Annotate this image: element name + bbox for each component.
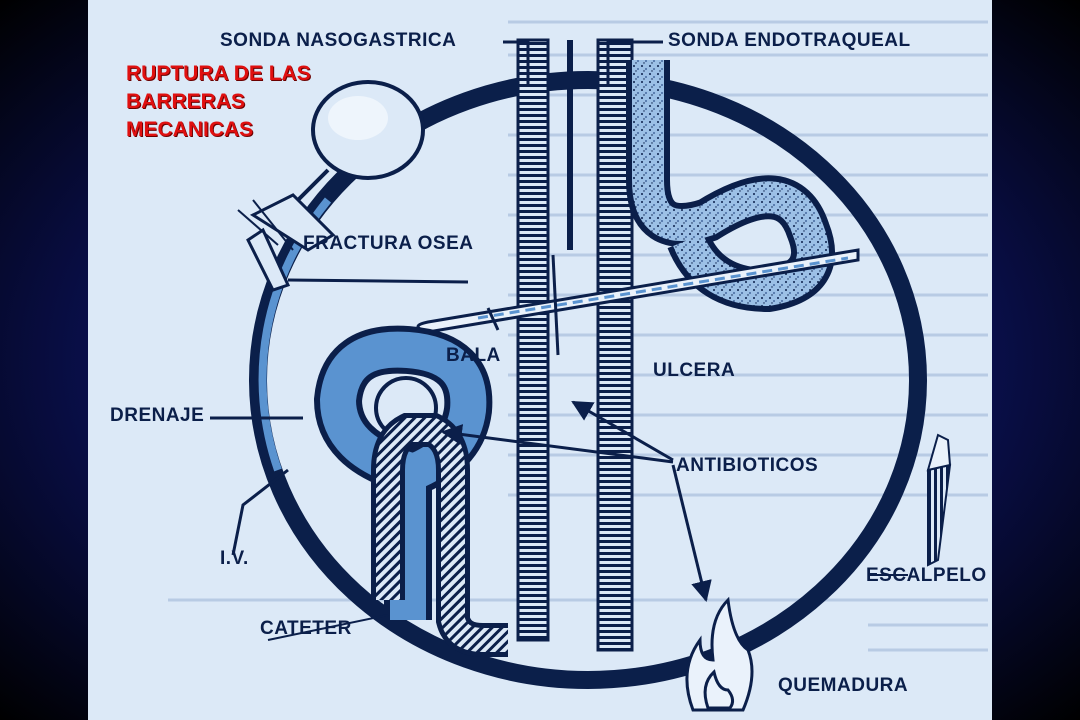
flame <box>685 596 754 712</box>
label-ulcera: ULCERA <box>653 360 736 381</box>
label-antibioticos: ANTIBIOTICOS <box>676 455 819 476</box>
label-cateter: CATETER <box>260 618 352 639</box>
scalpel <box>926 433 952 567</box>
title-line-3: MECANICAS <box>126 118 254 141</box>
bone-fracture <box>237 193 336 292</box>
label-iv: I.V. <box>220 548 249 569</box>
body-barrier-ring <box>249 71 927 689</box>
slide: RUPTURA DE LAS BARRERAS MECANICAS SONDA … <box>88 0 992 720</box>
label-escalpelo: ESCALPELO <box>866 565 987 586</box>
label-bala: BALA <box>446 345 501 366</box>
title-line-1: RUPTURA DE LAS <box>126 62 311 85</box>
label-drenaje: DRENAJE <box>110 405 205 426</box>
central-tube-left <box>516 38 550 642</box>
slide-title: RUPTURA DE LAS BARRERAS MECANICAS <box>126 60 311 144</box>
label-fractura-osea: FRACTURA OSEA <box>303 233 474 254</box>
barriers-diagram <box>168 20 988 712</box>
label-sonda-nasogastrica: SONDA NASOGASTRICA <box>220 30 457 51</box>
label-sonda-endotraqueal: SONDA ENDOTRAQUEAL <box>668 30 911 51</box>
title-line-2: BARRERAS <box>126 90 246 113</box>
label-quemadura: QUEMADURA <box>778 675 909 696</box>
